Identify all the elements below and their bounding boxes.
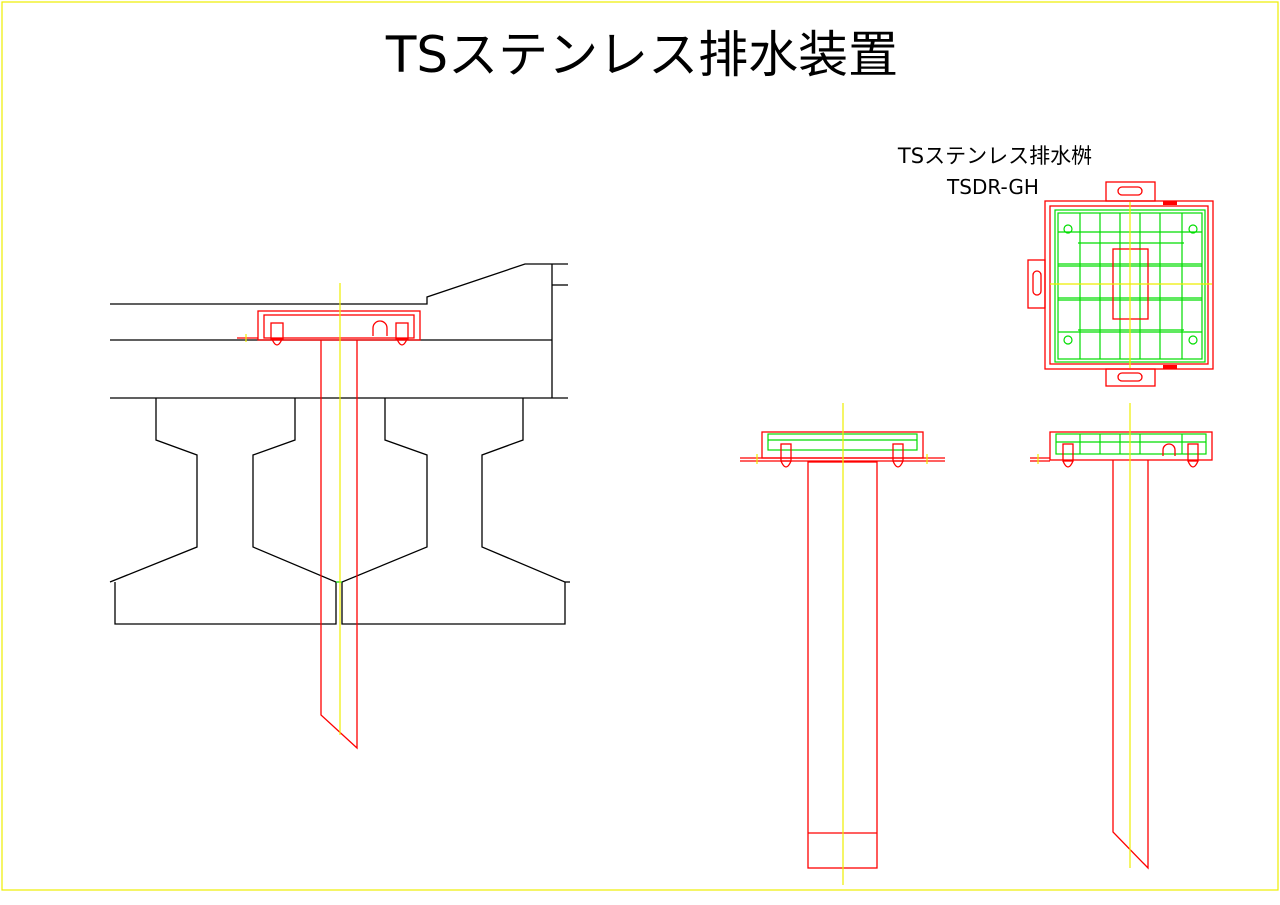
pc-girders <box>109 398 570 625</box>
basin-side-section <box>1030 403 1213 870</box>
basin-front-section <box>740 403 945 885</box>
drawing-title: TSステンレス排水装置 <box>385 26 898 84</box>
drain-basin-installed <box>237 283 421 750</box>
product-model: TSDR-GH <box>946 175 1039 199</box>
product-name: TSステンレス排水桝 <box>897 144 1092 168</box>
basin-plan-view <box>1027 181 1214 387</box>
deck-slab <box>110 263 568 399</box>
bridge-section <box>109 263 570 750</box>
anchor-bolt <box>395 322 409 340</box>
anchor-bolt <box>270 322 284 340</box>
